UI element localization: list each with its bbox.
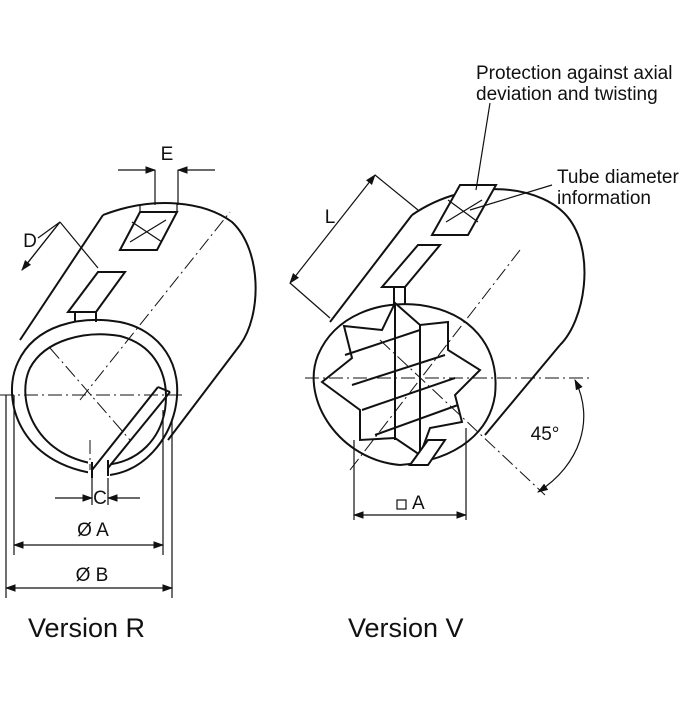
caption-version-r: Version R <box>28 613 145 643</box>
protection-line-2: deviation and twisting <box>476 84 658 105</box>
dimension-dia-a: Ø A <box>12 395 165 555</box>
dim-sq-a-label: A <box>412 493 425 514</box>
annotation-tube-info: Tube diameter information <box>557 167 679 209</box>
dimension-square-a: A <box>352 428 468 520</box>
dimension-l: L <box>289 174 419 319</box>
dim-d-label: D <box>23 231 37 252</box>
dim-e-label: E <box>161 144 174 165</box>
annotation-protection: Protection against axial deviation and t… <box>476 63 672 105</box>
dimension-dia-b: Ø B <box>4 395 174 598</box>
version-v-bushing <box>305 184 590 496</box>
dimension-d: D <box>21 221 99 271</box>
annotation-leaders <box>469 102 553 211</box>
caption-version-v: Version V <box>348 613 464 643</box>
dim-c-label: C <box>93 488 107 509</box>
dim-dia-b-label: Ø B <box>76 565 109 586</box>
tube-info-line-1: Tube diameter <box>557 167 679 188</box>
dim-l-label: L <box>325 207 336 228</box>
version-r-bushing <box>0 202 257 485</box>
protection-line-1: Protection against axial <box>476 63 672 84</box>
square-symbol-icon <box>396 499 407 510</box>
dim-dia-a-label: Ø A <box>77 520 109 541</box>
tube-info-line-2: information <box>557 188 651 209</box>
dim-angle-label: 45° <box>531 424 560 445</box>
dimension-e: E <box>118 144 215 205</box>
dimension-angle: 45° <box>531 379 585 493</box>
dimension-c: C <box>55 478 140 509</box>
